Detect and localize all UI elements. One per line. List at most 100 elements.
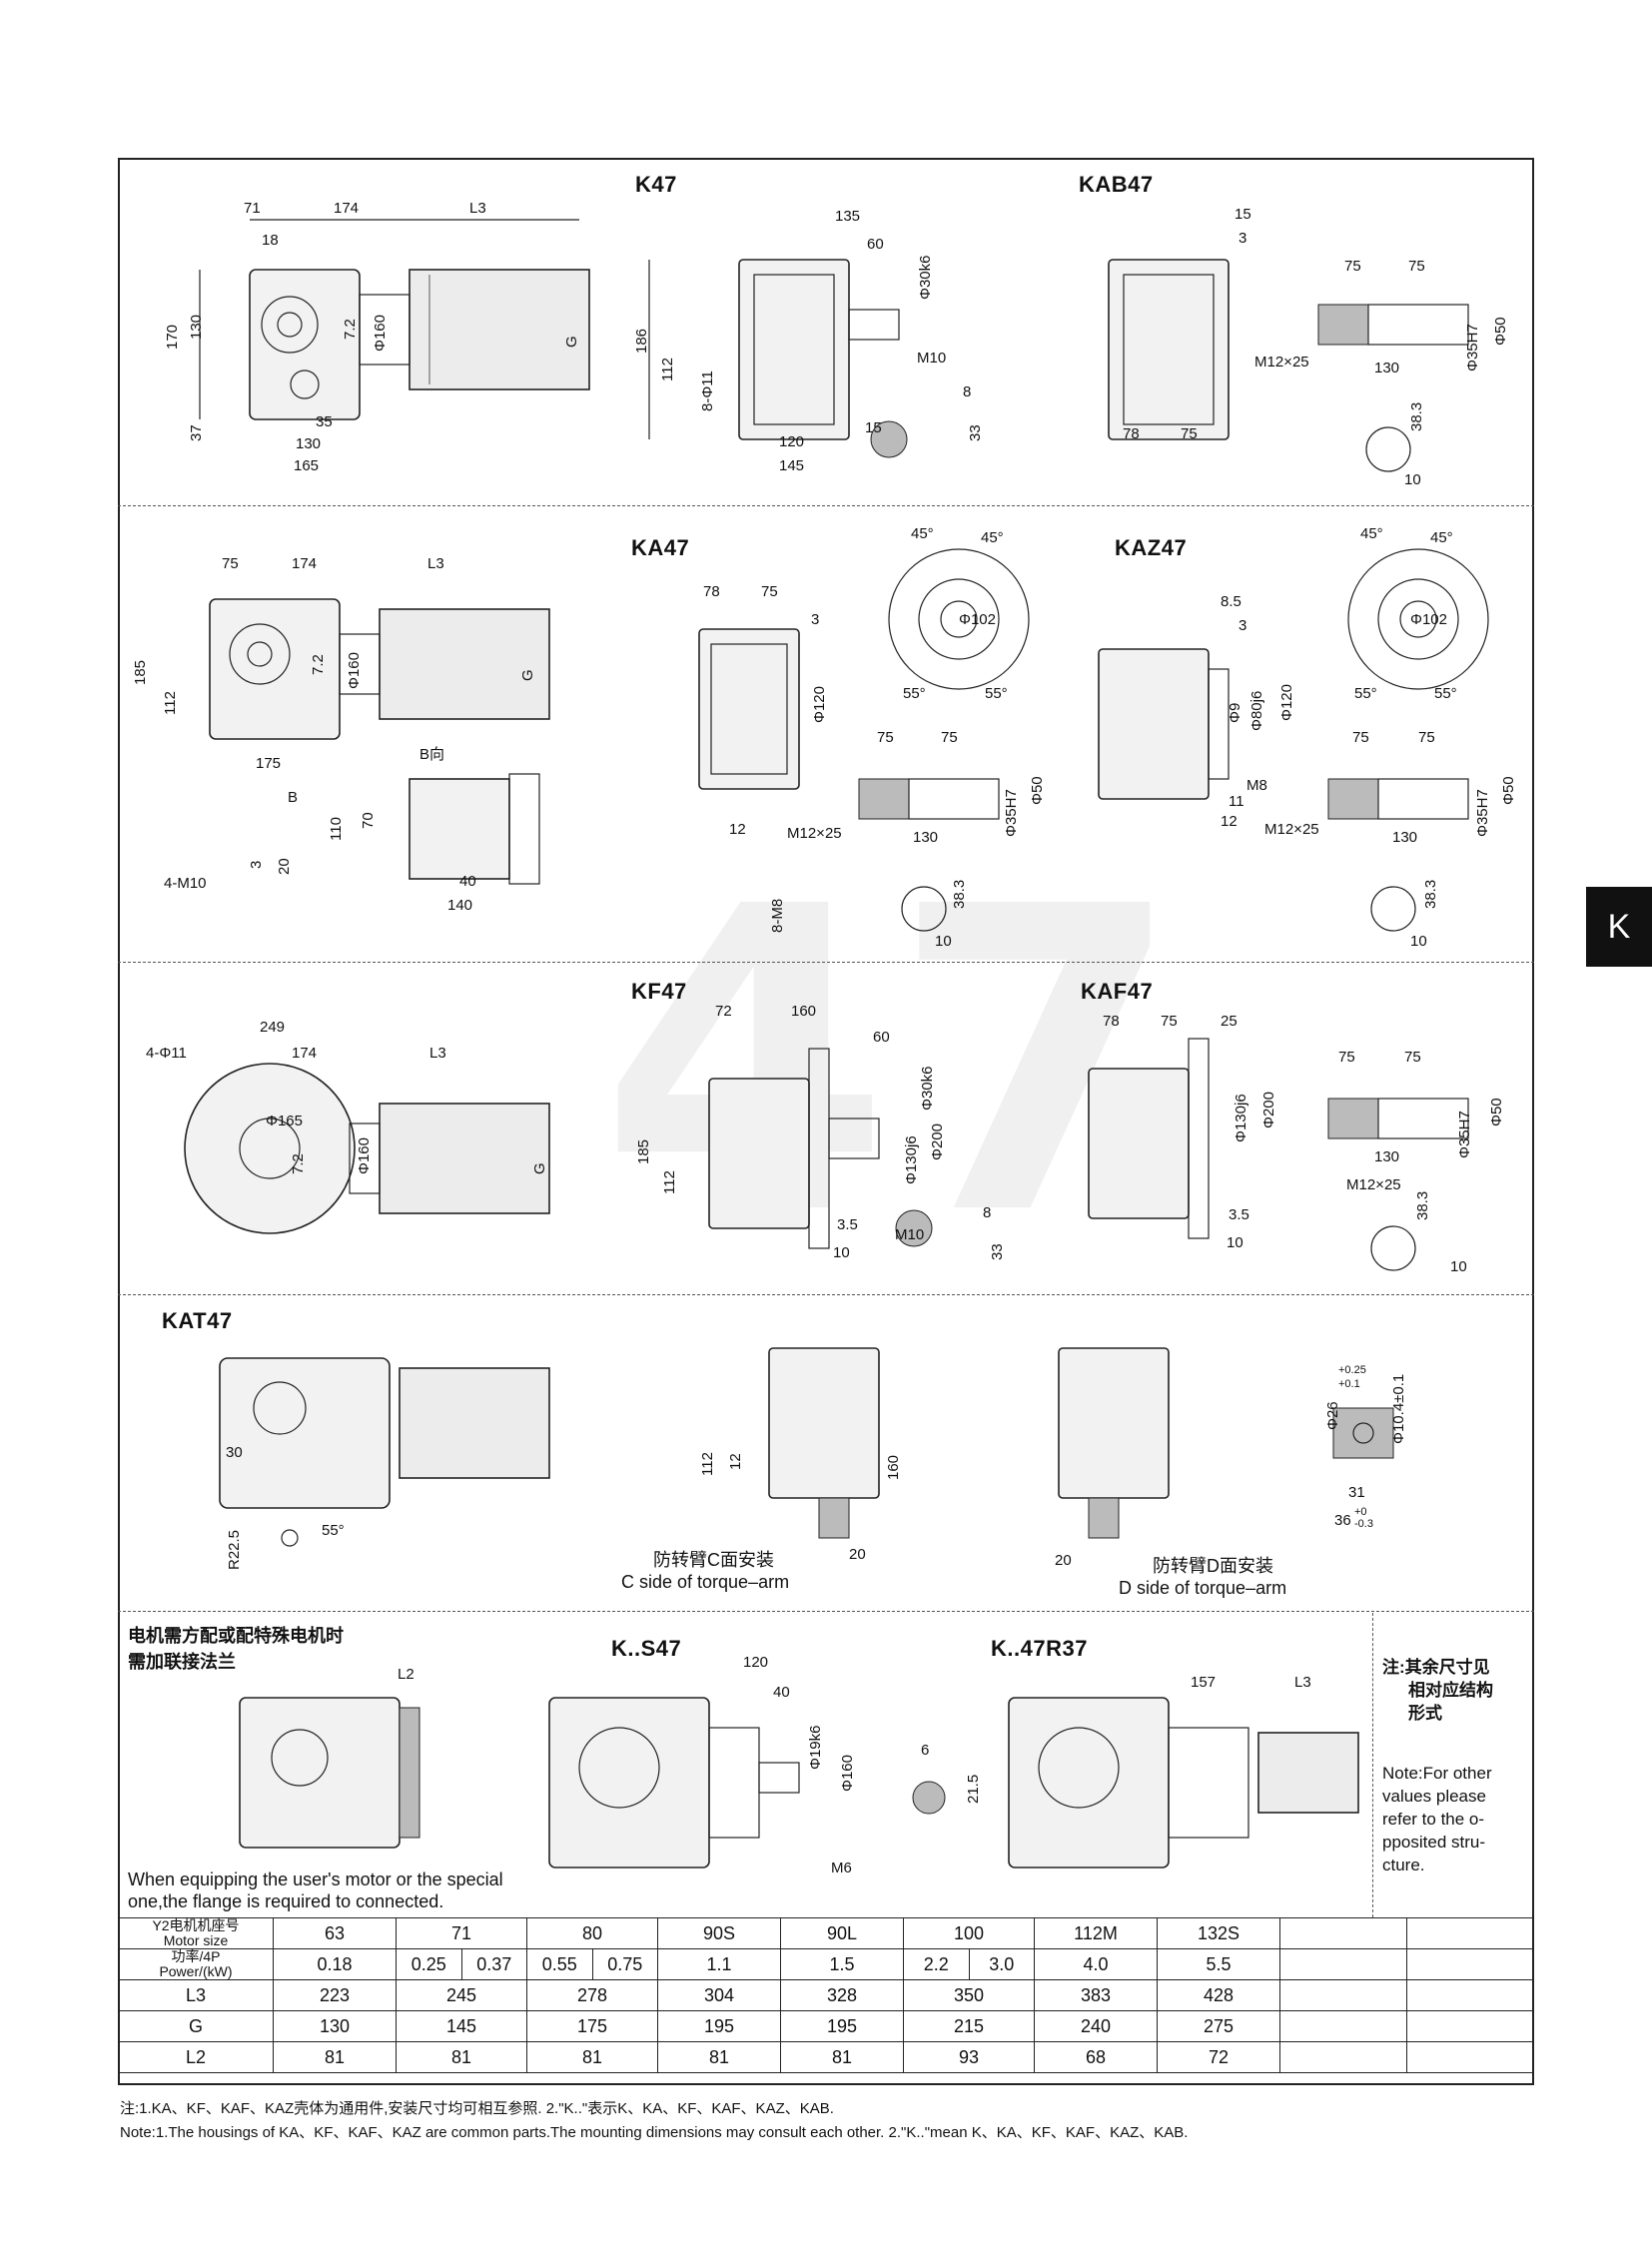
dim-label: 21.5 (965, 1774, 982, 1804)
dim-label: 130 (188, 314, 205, 340)
footnote-cn: 注:1.KA、KF、KAF、KAZ壳体为通用件,安装尺寸均可相互参照. 2."K… (120, 2100, 834, 2117)
table-cell: 81 (526, 2041, 658, 2073)
dim-label: 75 (1338, 1049, 1355, 1066)
dim-label: 10 (1450, 1258, 1467, 1275)
ka47-flange-drawing (888, 548, 1030, 690)
dim-label: 3 (811, 611, 820, 628)
dim-label: 8-M8 (769, 898, 786, 933)
dim-label: M12×25 (1346, 1176, 1401, 1193)
dim-label: 75 (1418, 729, 1435, 746)
dim-label: 112 (162, 691, 179, 715)
dim-label: 36 (1334, 1512, 1351, 1529)
dim-label: 35 (316, 413, 333, 430)
dim-label: Φ102 (959, 611, 996, 628)
k47-front-drawing (648, 259, 908, 458)
dim-label: 10 (1404, 471, 1421, 488)
side-note-en-line: values please (1382, 1787, 1486, 1806)
kat47-pin-detail-drawing (1332, 1407, 1394, 1459)
dim-label: 130 (1374, 360, 1400, 376)
dim-label: 8 (963, 383, 972, 400)
table-cell: 240 (1034, 2010, 1158, 2042)
dim-label: 75 (1344, 258, 1361, 275)
dim-label: 38.3 (1408, 401, 1425, 431)
dim-label: 45° (1360, 525, 1383, 542)
table-row-l2: L2 81 81 81 81 81 93 68 72 (118, 2041, 1534, 2073)
table-cell-empty (1406, 1948, 1534, 1980)
dim-label: 130 (1374, 1148, 1400, 1165)
dim-label: 15 (865, 419, 882, 436)
dim-label: Φ26 (1324, 1401, 1341, 1430)
table-cell: 0.37 (460, 1948, 527, 1980)
dim-label: Φ50 (1029, 776, 1046, 805)
dim-label: 6 (921, 1742, 930, 1759)
side-note-en-line: Note:For other (1382, 1764, 1492, 1783)
table-cell-empty (1279, 1948, 1407, 1980)
table-cell: 80 (526, 1917, 658, 1949)
dim-label: M12×25 (1254, 354, 1309, 371)
table-cell: 5.5 (1157, 1948, 1280, 1980)
side-note-column (1372, 1613, 1533, 1917)
table-cell: 0.25 (396, 1948, 462, 1980)
dim-label: 110 (328, 817, 345, 841)
dim-label: 75 (1408, 258, 1425, 275)
row-header-g: G (118, 2010, 274, 2042)
table-cell-empty (1406, 2041, 1534, 2073)
dim-label: 78 (1123, 425, 1140, 442)
dim-label: 112 (699, 1452, 716, 1476)
dim-label: 10 (935, 933, 952, 950)
table-cell: 71 (396, 1917, 527, 1949)
table-cell: 100 (903, 1917, 1035, 1949)
section-divider (118, 1611, 1534, 1612)
dim-label: 3 (1239, 230, 1247, 247)
table-cell: 68 (1034, 2041, 1158, 2073)
table-cell: 81 (780, 2041, 904, 2073)
dim-label: Φ35H7 (1474, 789, 1491, 837)
ka47-front-drawing (698, 628, 800, 790)
dim-label: 38.3 (951, 879, 968, 909)
table-cell: 428 (1157, 1979, 1280, 2011)
dim-label: 45° (1430, 529, 1453, 546)
dim-label: 40 (773, 1684, 790, 1701)
dim-label: 249 (260, 1019, 286, 1036)
table-cell: 1.5 (780, 1948, 904, 1980)
dim-label: M12×25 (1264, 821, 1319, 838)
dim-label: 18 (262, 232, 279, 249)
dim-label: Φ50 (1488, 1098, 1505, 1126)
dim-label: 45° (911, 525, 934, 542)
dim-label: 55° (985, 685, 1008, 702)
dim-label: 10 (1227, 1234, 1243, 1251)
dim-label: 12 (727, 1453, 744, 1470)
motor-flange-drawing (239, 1697, 420, 1849)
dim-label: 31 (1348, 1484, 1365, 1501)
kaf47-front-drawing (1088, 1038, 1210, 1239)
dim-label: Φ200 (929, 1123, 946, 1160)
ka47-shaft-drawing (858, 778, 1000, 932)
kat47-d-side-drawing (1058, 1347, 1170, 1539)
kf47-side-drawing (184, 1063, 550, 1234)
table-cell: 245 (396, 1979, 527, 2011)
dim-label: G (519, 669, 536, 681)
side-note-en-line: pposited stru- (1382, 1833, 1485, 1852)
table-cell: 2.2 (903, 1948, 970, 1980)
dim-label: L3 (429, 1045, 446, 1062)
dim-label: 145 (779, 457, 805, 474)
dim-label: Φ200 (1260, 1092, 1277, 1128)
dim-label: 38.3 (1414, 1190, 1431, 1220)
dim-label: 140 (447, 897, 473, 914)
kab47-drawing (1108, 259, 1469, 472)
row-header-power: 功率/4P Power/(kW) (118, 1948, 274, 1980)
table-cell-empty (1279, 2010, 1407, 2042)
dim-label: 55° (903, 685, 926, 702)
dim-label: Φ120 (1278, 684, 1295, 721)
dim-label: 120 (779, 433, 805, 450)
table-cell: 4.0 (1034, 1948, 1158, 1980)
model-title-k47r37: K..47R37 (991, 1636, 1088, 1661)
table-cell: 195 (780, 2010, 904, 2042)
table-cell: 195 (657, 2010, 781, 2042)
dim-label: 78 (1103, 1013, 1120, 1030)
dim-label: Φ120 (811, 686, 828, 723)
dim-label: 33 (989, 1243, 1006, 1260)
table-cell-empty (1279, 1917, 1407, 1949)
dim-label: 4-Φ11 (146, 1045, 187, 1062)
section-tab-k[interactable]: K (1586, 887, 1652, 967)
